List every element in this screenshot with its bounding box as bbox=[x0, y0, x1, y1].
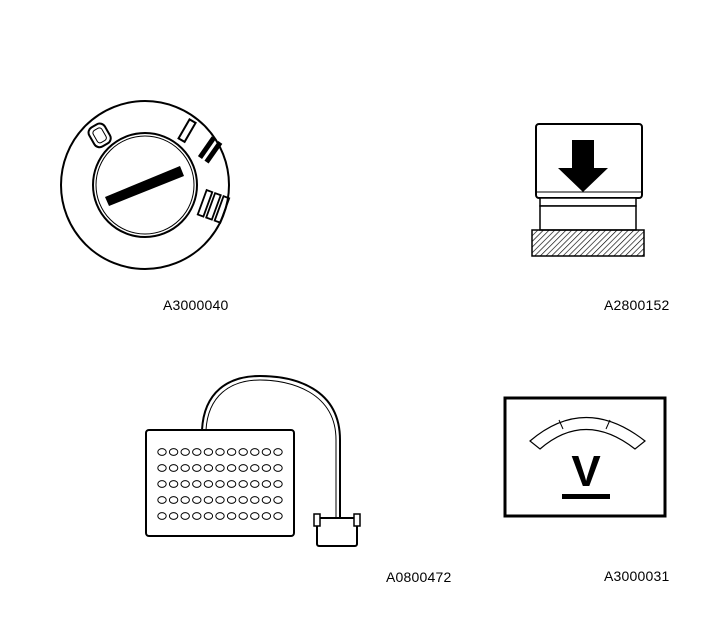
pin-hole bbox=[180, 448, 190, 456]
pin-hole bbox=[203, 448, 214, 456]
pin-hole bbox=[157, 448, 167, 456]
pin-hole bbox=[226, 464, 237, 472]
pin-hole bbox=[203, 512, 214, 520]
pin-hole bbox=[192, 496, 202, 504]
connector-plug bbox=[316, 517, 358, 547]
pin-hole bbox=[168, 512, 179, 520]
pin-hole bbox=[157, 512, 167, 520]
position-mark-I bbox=[177, 117, 197, 144]
pin-hole bbox=[203, 464, 214, 472]
pin-hole bbox=[168, 496, 179, 504]
pin-hole bbox=[157, 464, 167, 472]
pin-hole bbox=[192, 448, 202, 456]
figure-caption: A3000031 bbox=[604, 568, 670, 584]
pin-hole bbox=[168, 464, 179, 472]
pin-hole bbox=[215, 480, 225, 488]
down-arrow-icon bbox=[558, 140, 608, 192]
pin-hole bbox=[238, 480, 248, 488]
pin-hole bbox=[238, 496, 248, 504]
figure-caption: A2800152 bbox=[604, 297, 670, 313]
pin-hole bbox=[273, 512, 283, 520]
pin-hole bbox=[215, 496, 225, 504]
ignition-switch-icon bbox=[60, 100, 231, 270]
pin-hole bbox=[180, 480, 190, 488]
voltmeter-icon: V bbox=[503, 396, 667, 518]
pin-hole bbox=[203, 496, 214, 504]
pin-hole bbox=[226, 512, 237, 520]
pin-hole bbox=[226, 496, 237, 504]
pin-hole bbox=[192, 512, 202, 520]
position-mark-0 bbox=[87, 122, 112, 149]
pin-hole bbox=[192, 464, 202, 472]
meter-scale-arc bbox=[529, 416, 646, 450]
pin-hole bbox=[168, 480, 179, 488]
figure-caption: A0800472 bbox=[386, 569, 452, 585]
pin-hole bbox=[261, 496, 272, 504]
position-mark-III bbox=[196, 188, 231, 224]
pin-hole bbox=[250, 496, 260, 504]
pin-grid bbox=[157, 448, 283, 520]
pin-hole bbox=[261, 480, 272, 488]
pin-hole bbox=[180, 512, 190, 520]
pin-hole bbox=[226, 448, 237, 456]
meter-underline bbox=[562, 494, 610, 499]
pin-hole bbox=[250, 480, 260, 488]
pin-hole bbox=[250, 512, 260, 520]
pin-hole bbox=[261, 512, 272, 520]
position-mark-II bbox=[197, 136, 223, 164]
pin-hole bbox=[273, 464, 283, 472]
figure-caption: A3000040 bbox=[163, 297, 229, 313]
meter-unit-label: V bbox=[571, 447, 601, 496]
pin-hole bbox=[157, 496, 167, 504]
mounting-base bbox=[531, 229, 645, 257]
pin-hole bbox=[238, 448, 248, 456]
pin-hole bbox=[192, 480, 202, 488]
press-button-icon bbox=[531, 123, 645, 257]
pin-hole bbox=[215, 464, 225, 472]
pin-hole bbox=[238, 512, 248, 520]
pin-hole bbox=[203, 480, 214, 488]
pin-hole bbox=[226, 480, 237, 488]
pin-hole bbox=[273, 480, 283, 488]
pin-hole bbox=[215, 512, 225, 520]
cable bbox=[201, 374, 341, 520]
pin-hole bbox=[250, 464, 260, 472]
button-stem bbox=[539, 197, 637, 207]
pin-hole bbox=[180, 496, 190, 504]
pin-hole bbox=[180, 464, 190, 472]
pin-hole bbox=[273, 496, 283, 504]
pin-hole bbox=[238, 464, 248, 472]
pin-hole bbox=[261, 464, 272, 472]
pin-hole bbox=[168, 448, 179, 456]
pin-hole bbox=[215, 448, 225, 456]
pin-hole bbox=[250, 448, 260, 456]
pin-hole bbox=[261, 448, 272, 456]
pin-hole bbox=[273, 448, 283, 456]
pin-hole bbox=[157, 480, 167, 488]
diagnostic-connector-icon bbox=[145, 374, 361, 547]
key-slot bbox=[105, 166, 184, 206]
